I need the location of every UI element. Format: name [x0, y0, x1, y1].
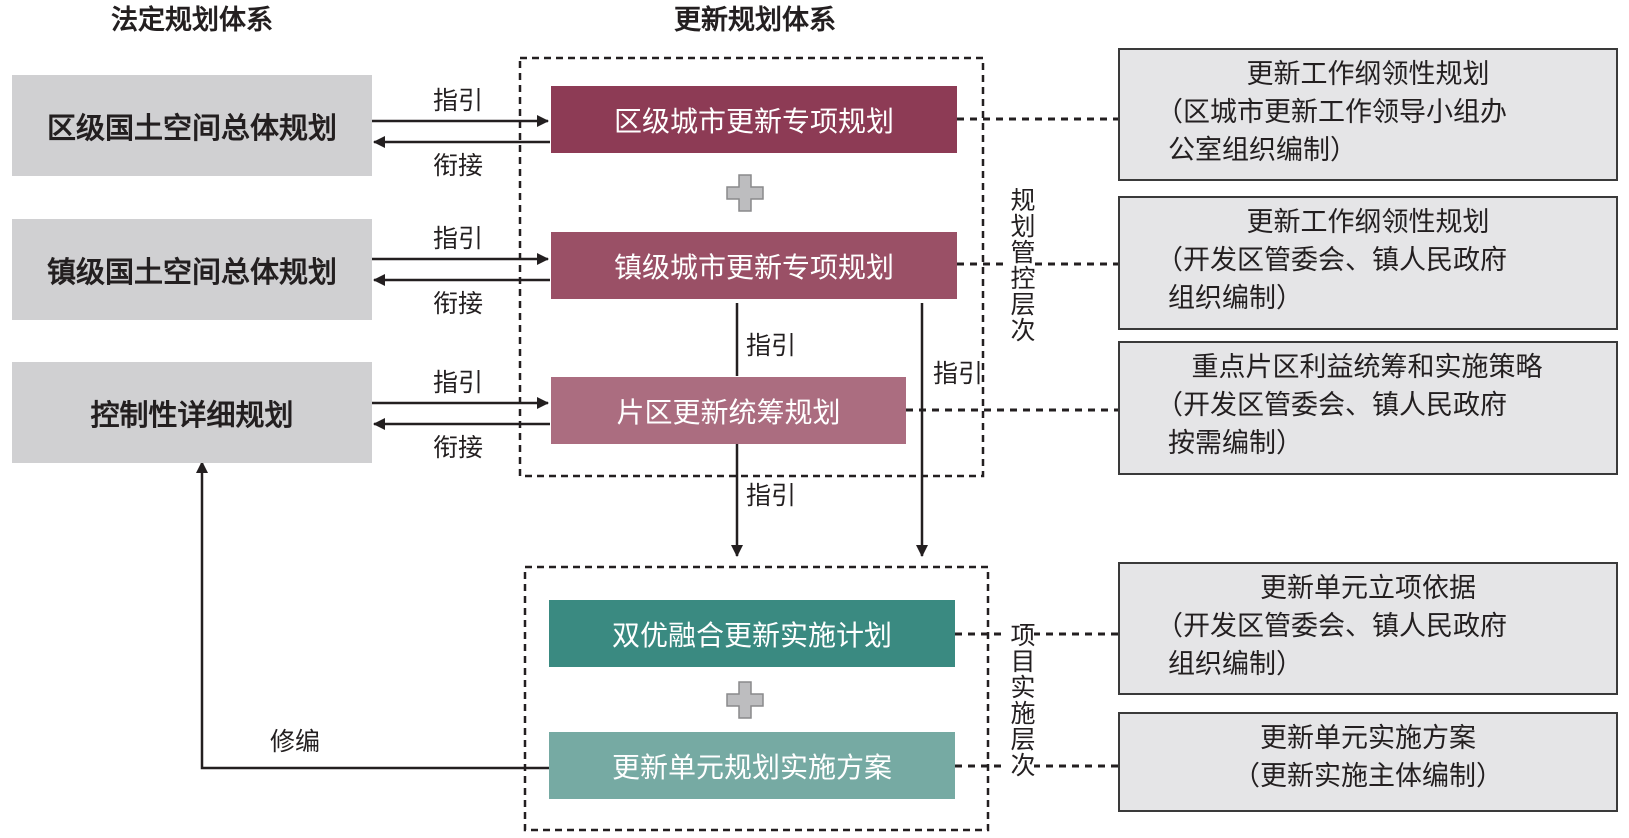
town-update-plan-box: 镇级城市更新专项规划 — [551, 232, 957, 299]
revise-label: 修编 — [270, 727, 321, 756]
district-spatial-plan-box: 区级国土空间总体规划 — [12, 75, 372, 176]
legal-system-heading: 法定规划体系 — [111, 5, 273, 36]
guide-label: 指引 — [746, 331, 797, 360]
guide-label: 指引 — [433, 86, 484, 115]
plus-icon — [726, 174, 764, 212]
project-implementation-level-label: 项目实施层次 — [1004, 622, 1036, 778]
note-box-town: 更新工作纲领性规划 （开发区管委会、镇人民政府 组织编制） — [1118, 196, 1618, 330]
note-box-area: 重点片区利益统筹和实施策略 （开发区管委会、镇人民政府 按需编制） — [1118, 341, 1618, 475]
connect-label: 衔接 — [433, 433, 484, 462]
note-box-district: 更新工作纲领性规划 （区城市更新工作领导小组办 公室组织编制） — [1118, 48, 1618, 181]
guide-label: 指引 — [933, 359, 984, 388]
planning-control-frame — [518, 56, 985, 478]
guide-arrows — [196, 115, 928, 770]
update-system-heading: 更新规划体系 — [674, 5, 836, 36]
guide-label: 指引 — [746, 481, 797, 510]
guide-label: 指引 — [433, 224, 484, 253]
connect-label: 衔接 — [433, 289, 484, 318]
town-spatial-plan-box: 镇级国土空间总体规划 — [12, 219, 372, 320]
regulatory-detailed-plan-box: 控制性详细规划 — [12, 362, 372, 463]
note-box-unit-scheme: 更新单元实施方案 （更新实施主体编制） — [1118, 712, 1618, 812]
connect-label: 衔接 — [433, 151, 484, 180]
district-update-plan-box: 区级城市更新专项规划 — [551, 86, 957, 153]
revise-arrow — [196, 461, 551, 770]
note-box-unit-basis: 更新单元立项依据 （开发区管委会、镇人民政府 组织编制） — [1118, 562, 1618, 695]
planning-control-level-label: 规划管控层次 — [1004, 187, 1036, 343]
plus-icon — [726, 681, 764, 719]
area-coordination-plan-box: 片区更新统筹规划 — [551, 377, 906, 444]
project-implementation-frame — [523, 565, 990, 832]
dual-optimization-plan-box: 双优融合更新实施计划 — [549, 600, 955, 667]
guide-label: 指引 — [433, 368, 484, 397]
unit-implementation-plan-box: 更新单元规划实施方案 — [549, 732, 955, 799]
note-links — [906, 117, 1118, 768]
